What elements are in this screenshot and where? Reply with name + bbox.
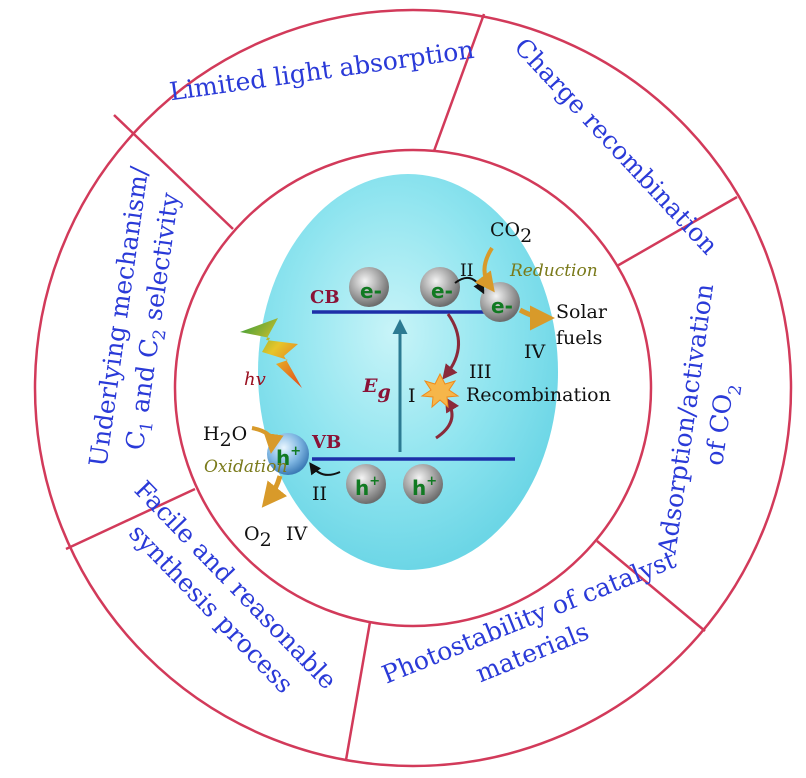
solar-fuel-arrow: [518, 305, 555, 331]
vb-label: VB: [311, 432, 341, 453]
h2o-label: H2O: [203, 423, 247, 451]
hv-label: hv: [244, 369, 266, 390]
segment-light-absorption: Limited light absorption: [168, 35, 476, 106]
electron-label-1: e-: [360, 279, 382, 303]
step-II-cb-label: II: [460, 261, 473, 281]
h2o-in-arrow: [251, 426, 284, 454]
inner-ring: [173, 148, 653, 628]
mechanism-sub1: 1: [137, 420, 158, 434]
o2-label: O2: [244, 523, 272, 551]
step-I-label: I: [408, 385, 416, 407]
co2-label: CO2: [490, 219, 532, 247]
hole-label-2: h+: [412, 474, 437, 500]
adsorption-sub: 2: [725, 383, 746, 397]
eg-label: Eg: [362, 375, 391, 403]
fuels-label: fuels: [556, 327, 602, 349]
segment-charge-recombination: Charge recombination: [509, 32, 724, 260]
cb-label: CB: [310, 287, 340, 308]
segment-mechanism: Underlying mechanism/ C1 and C2 selectiv…: [83, 164, 185, 468]
recombination-burst-icon: [420, 372, 460, 409]
electron-ball-2: [420, 267, 460, 307]
hole-ball-1: [346, 464, 386, 504]
solar-label: Solar: [556, 301, 608, 323]
co2-in-arrow: [474, 246, 495, 293]
segment-dividers: [65, 13, 738, 761]
electron-label-2: e-: [431, 279, 453, 303]
step-IV-vb-label: IV: [286, 523, 308, 545]
segment-adsorption: Adsorption/activation of CO 2: [652, 282, 746, 557]
oxidation-label: Oxidation: [204, 457, 287, 477]
outer-ring: [33, 8, 793, 768]
hole-label-1: h+: [355, 474, 380, 500]
mechanism-and: and C: [124, 337, 164, 422]
electron-ball-1: [349, 267, 389, 307]
step-II-vb-label: II: [312, 483, 327, 505]
recombination-arrow-up: [435, 396, 460, 440]
hole-ball-2: [403, 464, 443, 504]
segment-photostability: Photostability of catalyst materials: [378, 545, 680, 690]
electron-label-surface: e-: [491, 294, 513, 318]
adsorption-line2: of CO: [699, 392, 738, 467]
mechanism-c: C: [120, 429, 151, 452]
step-IV-cb-label: IV: [524, 341, 546, 363]
recombination-arrow-down: [442, 313, 460, 380]
recombination-label: Recombination: [466, 384, 611, 406]
reduction-label: Reduction: [509, 261, 598, 281]
step-III-label: III: [469, 361, 492, 383]
hole-transfer-arrow: [309, 462, 341, 476]
light-bolt-icon: [240, 318, 302, 388]
mechanism-sub2: 2: [149, 328, 170, 342]
o2-out-arrow: [261, 475, 288, 508]
